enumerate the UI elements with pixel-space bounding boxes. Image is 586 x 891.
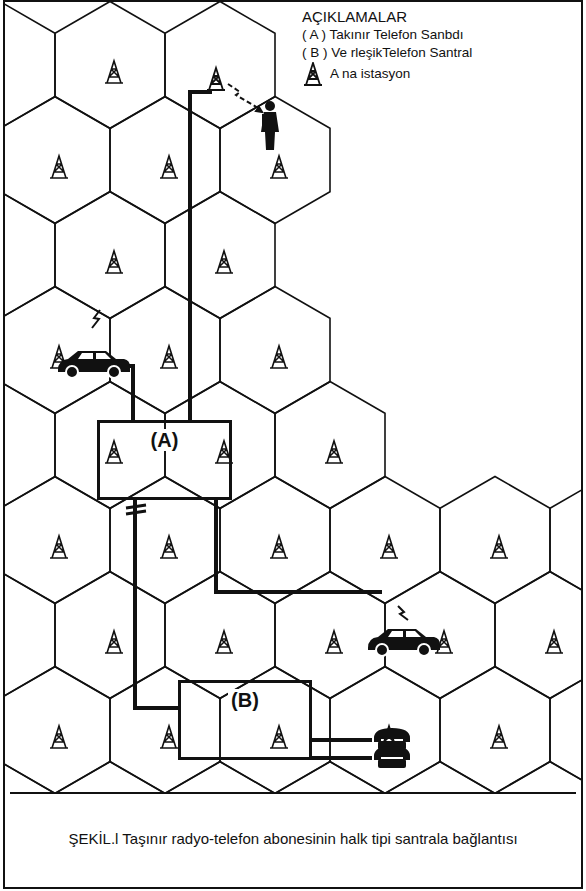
hex-cells — [5, 2, 581, 793]
wires — [108, 92, 382, 758]
legend-entry: A na istasyon — [302, 62, 574, 86]
box-label: (B) — [228, 689, 262, 711]
car — [58, 351, 130, 378]
legend-entry: ( B ) Ve rleşikTelefon Santral — [302, 44, 574, 62]
frame — [4, 1, 582, 888]
car — [368, 629, 440, 656]
switch-box: (B) — [178, 680, 312, 760]
tower-icon — [302, 62, 324, 86]
person-figure — [261, 101, 279, 150]
caption-text: ŞEKİL.l Taşınır radyo-telefon abonesinin… — [68, 829, 517, 849]
caption-box: ŞEKİL.l Taşınır radyo-telefon abonesinin… — [10, 792, 576, 884]
box-label: (A) — [148, 429, 182, 451]
radio-links — [92, 84, 408, 620]
legend-text: A na istasyon — [330, 65, 410, 83]
legend-text: ( A ) Takınır Telefon Sanbdı — [302, 26, 464, 44]
switch-box: (A) — [97, 420, 232, 500]
legend-title: AÇIKLAMALAR — [302, 8, 407, 25]
trunk-line — [135, 500, 178, 708]
legend-box: AÇIKLAMALAR( A ) Takınır Telefon Sanbdı(… — [296, 4, 578, 90]
legend-text: ( B ) Ve rleşikTelefon Santral — [302, 44, 472, 62]
antenna-towers — [50, 61, 563, 748]
legend-entry: ( A ) Takınır Telefon Sanbdı — [302, 26, 574, 44]
telephone — [374, 728, 410, 768]
